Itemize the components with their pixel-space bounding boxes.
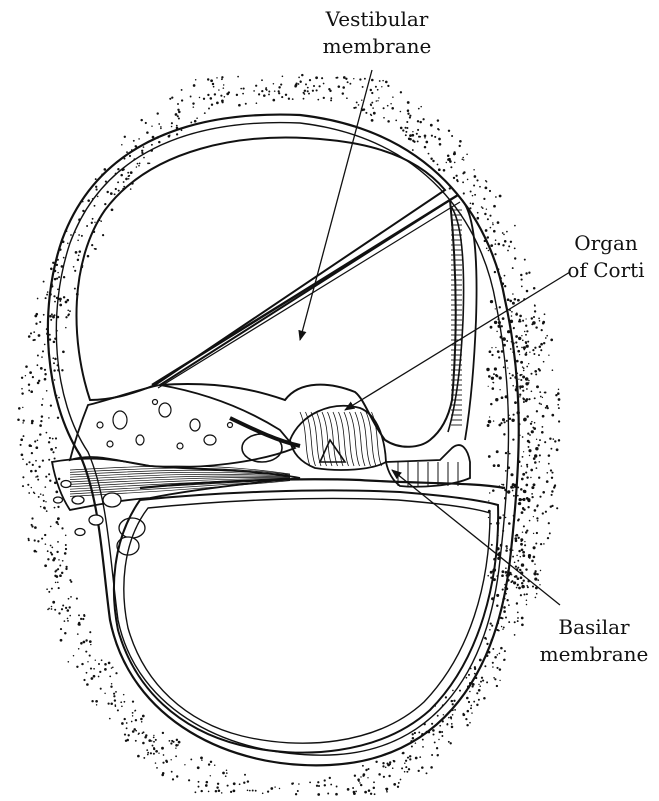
label-vestibular-line1: Vestibular <box>325 7 429 31</box>
vestibular-membrane-line2 <box>158 202 460 388</box>
label-corti-line1: Organ <box>574 231 638 255</box>
label-basilar-line2: membrane <box>540 642 649 666</box>
scala-media <box>160 200 456 447</box>
spiral-ligament <box>462 200 477 440</box>
spiral-limbus <box>70 385 295 467</box>
limbus-cells <box>97 400 233 450</box>
spiral-ganglion <box>54 481 146 556</box>
label-vestibular-line2: membrane <box>323 34 432 58</box>
label-corti-line2: of Corti <box>567 258 644 282</box>
corti-fibers <box>300 412 382 466</box>
leader-vestibular <box>300 70 372 340</box>
scala-tympani <box>114 490 498 752</box>
leader-basilar <box>392 470 560 605</box>
scala-vestibuli <box>76 138 445 400</box>
bone-stipple <box>17 74 560 796</box>
vestibular-membrane-line <box>152 195 458 385</box>
label-basilar-line1: Basilar <box>558 615 630 639</box>
